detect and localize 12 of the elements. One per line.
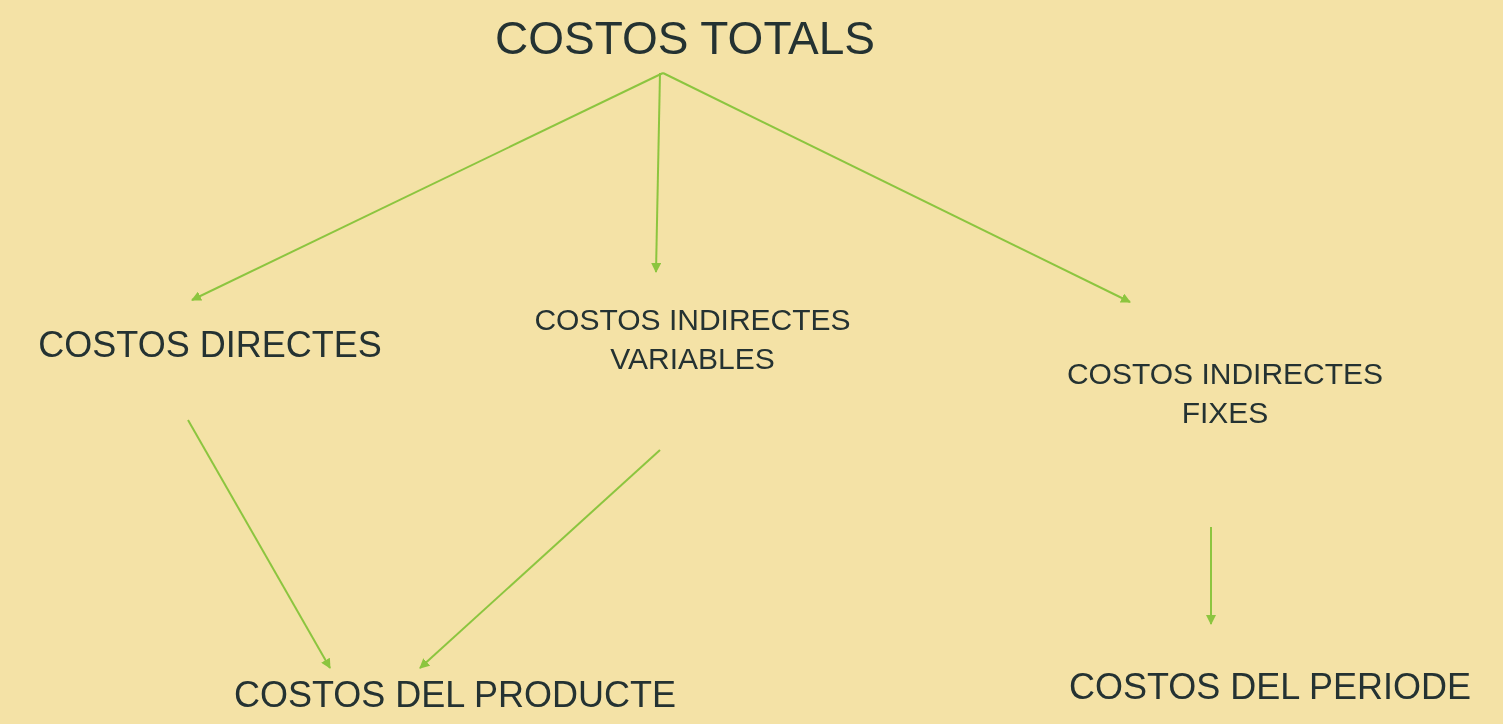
arrow [651, 72, 662, 273]
arrow [1206, 526, 1216, 625]
arrow [191, 72, 664, 301]
node-label: COSTOS TOTALS [493, 11, 876, 66]
node-label: COSTOS DEL PRODUCTE [232, 673, 678, 717]
arrow [419, 449, 661, 669]
node-label: COSTOS DEL PERIODE [1067, 665, 1473, 709]
node-label: COSTOS INDIRECTES VARIABLES [533, 302, 852, 377]
arrow [187, 419, 331, 669]
node-label: COSTOS INDIRECTES FIXES [1065, 356, 1385, 431]
arrow [662, 72, 1131, 303]
node-label: COSTOS DIRECTES [37, 323, 383, 367]
